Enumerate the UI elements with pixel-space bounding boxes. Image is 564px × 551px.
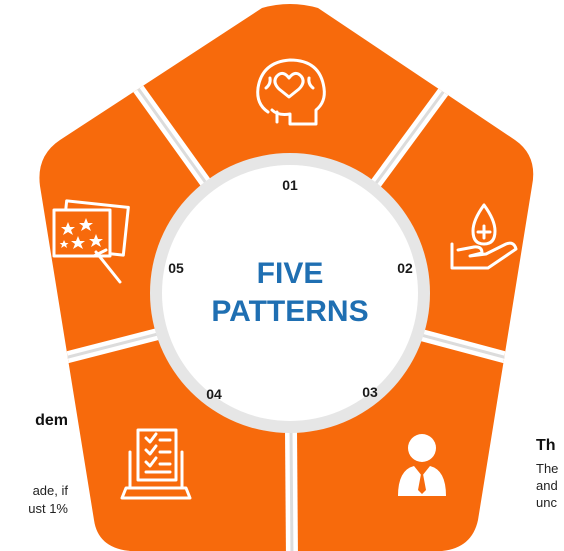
right-line-fragment-2: and xyxy=(536,478,558,493)
center-title-line1: FIVE xyxy=(257,257,324,290)
right-line-fragment-3: unc xyxy=(536,495,557,510)
center-disc xyxy=(172,175,408,411)
left-line-fragment-2: ust 1% xyxy=(28,501,68,516)
left-heading-fragment: dem xyxy=(35,412,68,429)
right-line-fragment-1: The xyxy=(536,461,559,476)
pictures-stars-icon xyxy=(52,199,130,284)
segment-number-03: 03 xyxy=(362,384,378,400)
hand-blood-drop-icon xyxy=(450,203,518,270)
businessman-icon xyxy=(398,434,446,496)
brain-heart-icon xyxy=(256,58,326,126)
center-title-line2: PATTERNS xyxy=(211,295,368,328)
checklist-laptop-icon xyxy=(120,428,192,500)
right-heading-fragment: Th xyxy=(536,437,556,454)
segment-number-05: 05 xyxy=(168,260,184,276)
segment-number-04: 04 xyxy=(206,386,222,402)
segment-number-01: 01 xyxy=(282,177,298,193)
segment-number-02: 02 xyxy=(397,260,413,276)
right-description-snippet: Th The and unc xyxy=(536,437,558,511)
left-line-fragment-1: ade, if xyxy=(32,483,68,498)
